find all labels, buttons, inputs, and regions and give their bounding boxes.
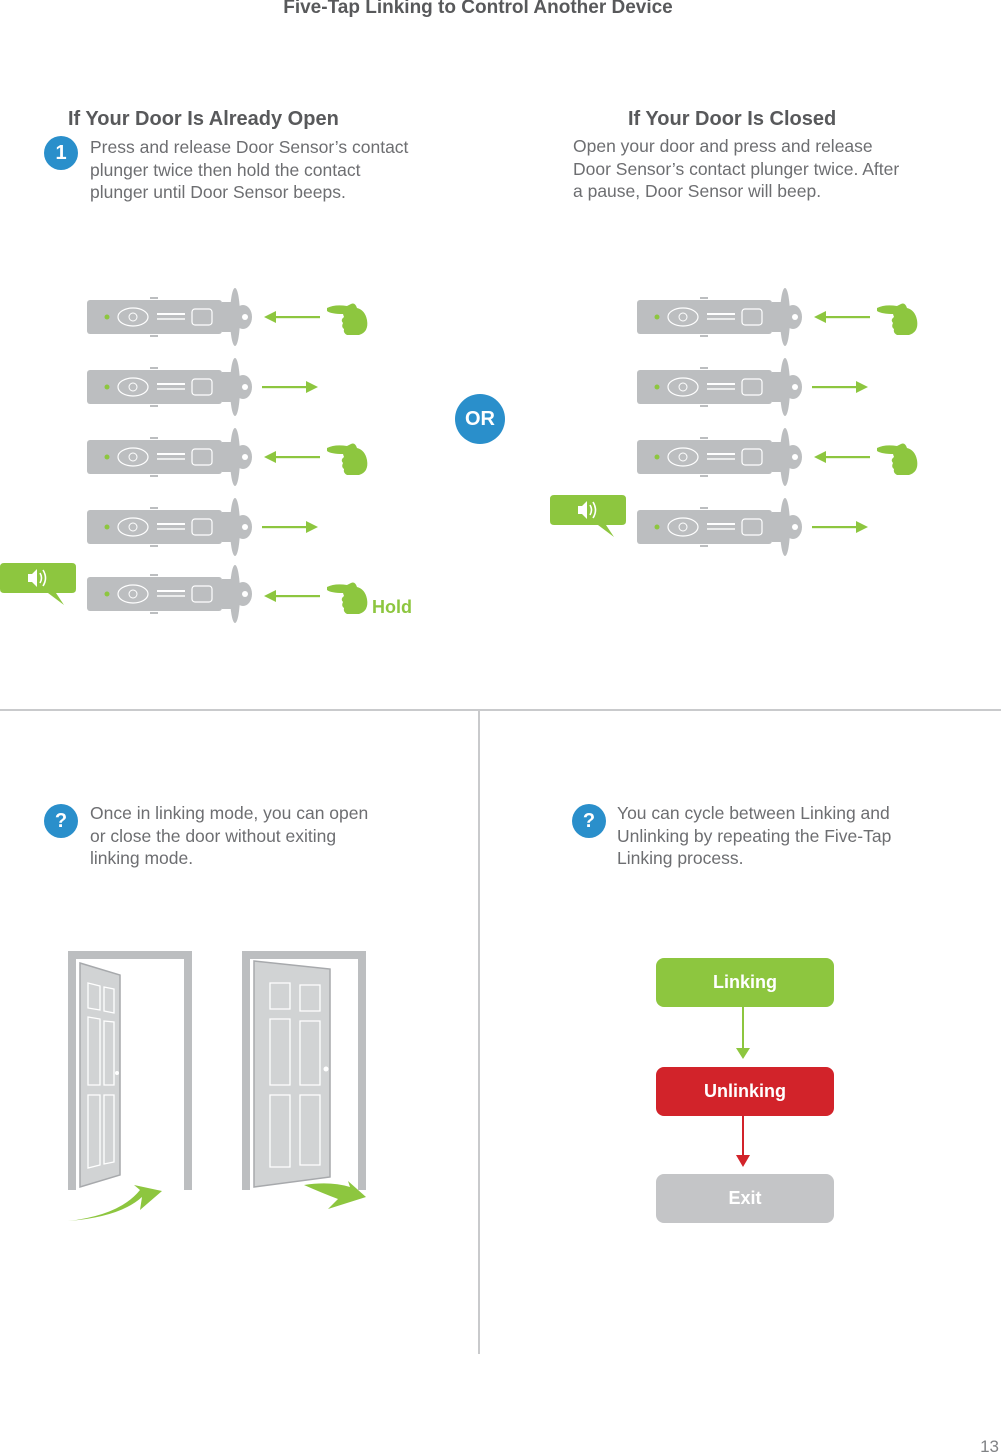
arrow-left-icon: [264, 451, 320, 463]
text-line: plunger twice then hold the contact: [90, 159, 361, 180]
open-door-illustration: [68, 951, 192, 1221]
text-line: plunger until Door Sensor beeps.: [90, 182, 346, 202]
text-line: Door Sensor’s contact plunger twice. Aft…: [573, 158, 900, 179]
door-sensor-illustration: [636, 428, 803, 487]
arrow-right-icon: [812, 381, 868, 393]
text-line: Linking process.: [617, 848, 744, 868]
beep-speaker-icon: [550, 495, 626, 537]
or-badge: OR: [455, 394, 505, 444]
arrow-left-icon: [264, 590, 320, 602]
text-line: You can cycle between Linking and: [617, 803, 890, 823]
door-closed-instructions: Open your door and press and release Doo…: [573, 135, 899, 203]
section-heading-door-open: If Your Door Is Already Open: [68, 108, 339, 130]
pointing-hand-icon: [327, 303, 368, 335]
text-line: Unlinking by repeating the Five-Tap: [617, 825, 892, 846]
text-line: linking mode.: [90, 848, 194, 868]
flow-arrow-down-icon: [736, 1116, 750, 1167]
arrow-left-icon: [814, 451, 870, 463]
door-sensor-illustration: [86, 358, 253, 417]
door-sensor-illustration: [86, 288, 253, 347]
flow-arrow-down-icon: [736, 1007, 750, 1059]
door-sensor-illustration: [636, 358, 803, 417]
flow-exit-box: Exit: [656, 1174, 834, 1223]
arrow-left-icon: [814, 311, 870, 323]
closed-door-illustration: [242, 951, 366, 1209]
door-sensor-illustration: [86, 428, 253, 487]
section-divider-vertical: [478, 711, 480, 1354]
linking-mode-tip: Once in linking mode, you can open or cl…: [90, 802, 368, 870]
text-line: Open your door and press and release: [573, 136, 873, 156]
flow-unlinking-box: Unlinking: [656, 1067, 834, 1116]
arrow-left-icon: [264, 311, 320, 323]
arrow-right-icon: [262, 381, 318, 393]
hold-label: Hold: [372, 597, 412, 617]
door-sensor-illustration: [636, 288, 803, 347]
section-divider-horizontal: [0, 709, 1001, 711]
step-number-badge: 1: [44, 136, 78, 170]
text-line: a pause, Door Sensor will beep.: [573, 181, 822, 201]
door-sensor-illustration: [86, 498, 253, 557]
page-title: Five-Tap Linking to Control Another Devi…: [283, 0, 673, 18]
text-line: Press and release Door Sensor’s contact: [90, 137, 409, 157]
door-open-sequence-illustration: [0, 288, 368, 624]
page-number: 13: [980, 1437, 999, 1455]
question-icon: ?: [44, 804, 78, 838]
door-sensor-illustration: [636, 498, 803, 557]
door-sensor-illustration: [86, 565, 253, 624]
arrow-right-icon: [262, 521, 318, 533]
door-closed-sequence-illustration: [550, 288, 918, 557]
question-icon: ?: [572, 804, 606, 838]
pointing-hand-icon: [877, 303, 918, 335]
text-line: Once in linking mode, you can open: [90, 803, 369, 823]
pointing-hand-icon: [327, 443, 368, 475]
open-close-door-illustration: [68, 951, 366, 1221]
arrow-right-icon: [812, 521, 868, 533]
beep-speaker-icon: [0, 563, 76, 605]
pointing-hand-icon: [327, 582, 368, 614]
door-open-instructions: Press and release Door Sensor’s contact …: [90, 136, 408, 204]
cycle-linking-tip: You can cycle between Linking and Unlink…: [617, 802, 891, 870]
section-heading-door-closed: If Your Door Is Closed: [628, 108, 837, 130]
pointing-hand-icon: [877, 443, 918, 475]
text-line: or close the door without exiting: [90, 825, 337, 846]
flow-linking-box: Linking: [656, 958, 834, 1007]
